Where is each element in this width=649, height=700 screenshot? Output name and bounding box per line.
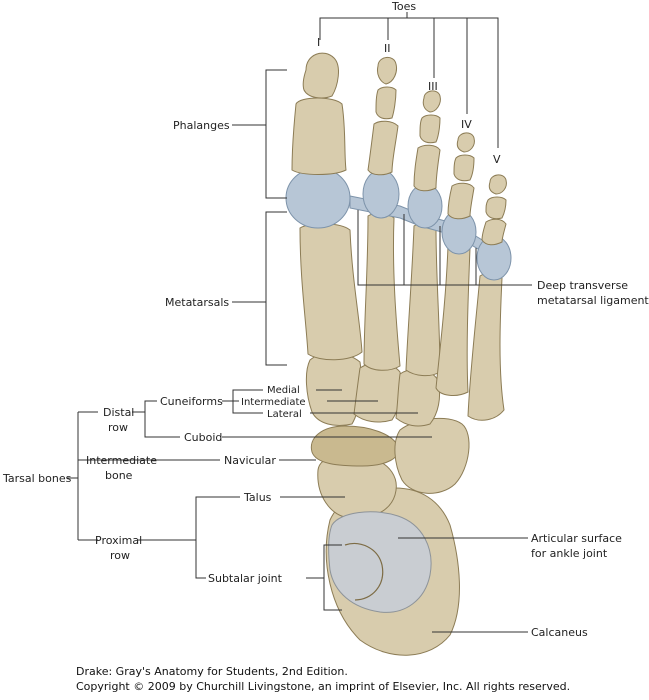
credit-line-1: Drake: Gray's Anatomy for Students, 2nd … <box>76 665 348 678</box>
toe-3-proximal-phalanx <box>413 144 441 192</box>
credit-line-2: Copyright © 2009 by Churchill Livingston… <box>76 680 571 693</box>
metatarsal-2 <box>363 212 401 371</box>
label-distal-row-1: Distal <box>103 406 134 419</box>
metatarsal-4 <box>435 242 471 396</box>
toe-2-middle-phalanx <box>375 86 397 120</box>
articular-surface <box>328 511 432 613</box>
joint-capsule-1 <box>285 167 351 229</box>
label-cuboid: Cuboid <box>184 431 222 444</box>
metatarsal-1 <box>299 223 363 361</box>
leader-lines <box>67 12 532 633</box>
label-proximal-row-1: Proximal <box>95 534 142 547</box>
toe-3-middle-phalanx <box>419 114 441 144</box>
label-deep-ligaments-2: metatarsal ligaments <box>537 294 649 307</box>
label-toes: Toes <box>391 0 416 13</box>
label-articular-2: for ankle joint <box>531 547 608 560</box>
label-intermediate-bone-2: bone <box>105 469 133 482</box>
label-lateral: Lateral <box>267 409 302 420</box>
toe-4-middle-phalanx <box>453 154 475 182</box>
subtalar-joint-line <box>344 543 384 601</box>
label-toe-ii: II <box>384 42 391 55</box>
label-subtalar-joint: Subtalar joint <box>208 572 283 585</box>
label-intermediate-cuneiform: Intermediate <box>241 397 306 408</box>
toe-2-distal-phalanx <box>377 57 397 85</box>
label-phalanges: Phalanges <box>173 119 230 132</box>
toe-4-proximal-phalanx <box>447 182 475 220</box>
metatarsal-3 <box>405 222 441 377</box>
label-metatarsals: Metatarsals <box>165 296 229 309</box>
toe-3-distal-phalanx <box>422 90 441 113</box>
toe-5-middle-phalanx <box>485 196 507 220</box>
label-proximal-row-2: row <box>110 549 130 562</box>
toe-5-proximal-phalanx <box>481 218 507 246</box>
label-calcaneus: Calcaneus <box>531 626 588 639</box>
toe-5-distal-phalanx <box>488 174 507 195</box>
label-toe-iii: III <box>428 80 438 93</box>
figure-credit: Drake: Gray's Anatomy for Students, 2nd … <box>76 664 570 694</box>
label-toe-iv: IV <box>461 118 472 131</box>
metatarsal-5 <box>467 272 505 421</box>
label-toe-v: V <box>493 153 501 166</box>
toe-2-proximal-phalanx <box>367 120 399 176</box>
joint-capsule-2 <box>362 169 400 219</box>
label-tarsal-bones: Tarsal bones <box>2 472 72 485</box>
cuboid-bone <box>394 417 470 494</box>
toe-4-distal-phalanx <box>456 132 475 153</box>
foot-illustration <box>285 52 512 656</box>
label-distal-row-2: row <box>108 421 128 434</box>
label-articular-1: Articular surface <box>531 532 622 545</box>
label-cuneiforms: Cuneiforms <box>160 395 223 408</box>
toe-1-proximal-phalanx <box>291 97 347 175</box>
toe-1-distal-phalanx <box>302 52 339 99</box>
lateral-cuneiform <box>395 368 441 427</box>
label-talus: Talus <box>243 491 272 504</box>
label-deep-ligaments-1: Deep transverse <box>537 279 628 292</box>
navicular-bone <box>310 425 400 467</box>
label-toe-i: I <box>317 36 320 49</box>
medial-cuneiform <box>305 352 363 426</box>
label-intermediate-bone-1: Intermediate <box>86 454 157 467</box>
label-navicular: Navicular <box>224 454 276 467</box>
labels: Toes I II III IV V Phalanges Metatarsals… <box>2 0 649 639</box>
label-medial: Medial <box>267 385 300 396</box>
